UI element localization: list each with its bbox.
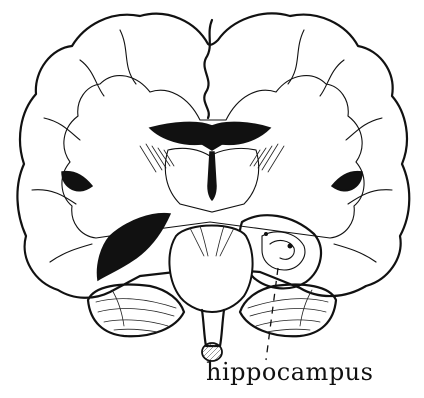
hippocampus-dot-a xyxy=(288,244,293,249)
hippocampus-leader-line xyxy=(266,268,278,360)
lateral-ventricles xyxy=(150,122,270,150)
hippocampus-structure xyxy=(262,232,305,270)
lateral-sulcus-right xyxy=(332,172,362,191)
hippocampus-fold xyxy=(270,241,294,260)
longitudinal-fissure xyxy=(204,20,212,118)
lateral-sulcus-left xyxy=(62,172,92,191)
third-ventricle xyxy=(208,152,216,200)
cerebellum-left xyxy=(88,285,184,337)
brainstem xyxy=(169,226,252,313)
cerebellum-right xyxy=(240,285,336,337)
medulla xyxy=(202,310,224,346)
hippocampus-label: hippocampus xyxy=(206,360,373,384)
hippocampus-dot-b xyxy=(264,232,268,236)
ambient-cistern xyxy=(98,214,171,280)
